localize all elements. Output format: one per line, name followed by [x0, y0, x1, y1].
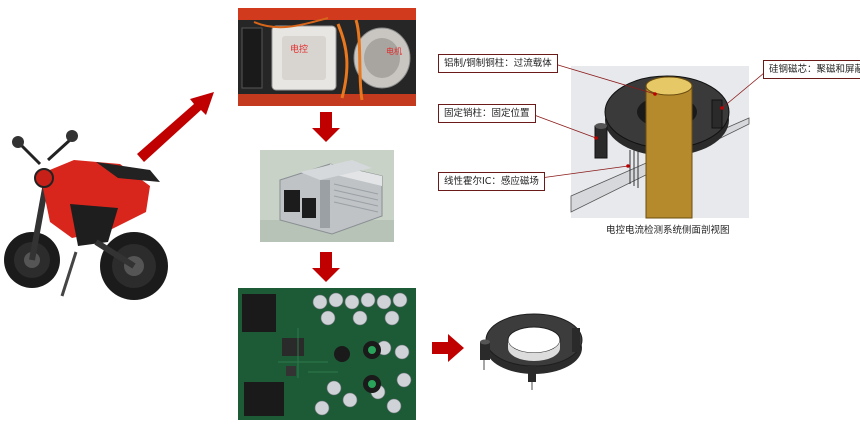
engine-bay-overlay-left: 电控 [290, 43, 308, 55]
arrow-diagonal [137, 92, 214, 162]
callout-copper-post: 铝制/铜制铜柱：过流载体 [438, 54, 558, 73]
engine-bay-overlay-right: 电机 [386, 46, 402, 56]
circuit-board-photo [238, 288, 416, 420]
arrow-right [432, 334, 464, 362]
sensor-ring-photo [476, 298, 588, 392]
engine-bay-photo: 电控 电机 [238, 8, 416, 106]
callout-fixed-pin: 固定销柱：固定位置 [438, 104, 536, 123]
motorcycle-photo [0, 112, 176, 308]
cross-section-diagram [525, 61, 771, 219]
arrow-down-1 [312, 112, 340, 142]
controller-unit-photo [260, 150, 394, 242]
callout-hall-ic: 线性霍尔IC：感应磁场 [438, 172, 545, 191]
arrow-down-2 [312, 252, 340, 282]
diagram-caption: 电控电流检测系统侧面剖视图 [606, 225, 730, 236]
callout-silicon-core: 硅钢磁芯：聚磁和屏蔽 [763, 60, 860, 79]
